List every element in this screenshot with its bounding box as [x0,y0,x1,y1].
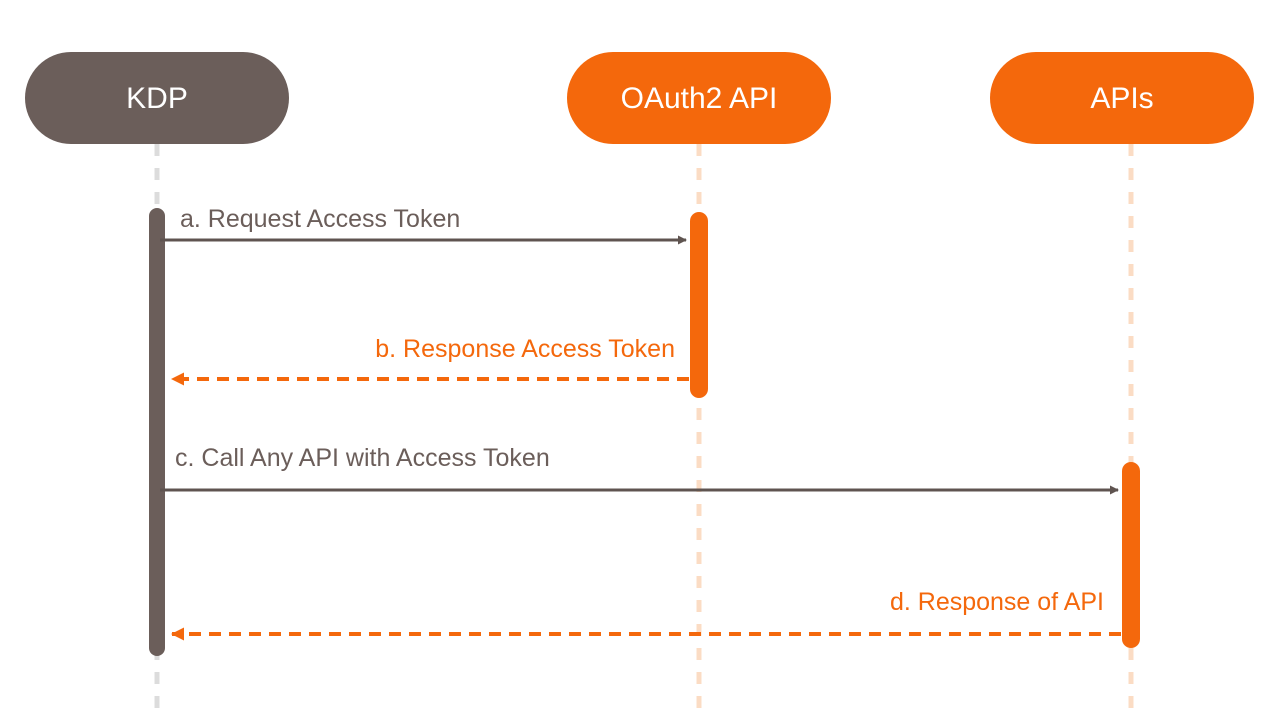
participant-label-apis: APIs [1090,82,1153,115]
message-label-a: a. Request Access Token [180,205,460,233]
participant-label-oauth2: OAuth2 API [621,82,778,115]
message-a[interactable]: a. Request Access Token [160,205,687,245]
participant-box-oauth2[interactable] [567,52,831,144]
message-b[interactable]: b. Response Access Token [171,335,689,386]
activation-bar-apis [1122,462,1140,648]
message-label-d: d. Response of API [890,588,1104,616]
activation-bars-layer [149,208,1140,656]
message-c[interactable]: c. Call Any API with Access Token [160,444,1119,495]
participant-kdp[interactable]: KDP [25,52,289,144]
participant-label-kdp: KDP [126,82,188,115]
message-label-c: c. Call Any API with Access Token [175,444,550,472]
participant-box-apis[interactable] [990,52,1254,144]
activation-bar-kdp [149,208,165,656]
message-label-b: b. Response Access Token [375,335,675,363]
message-d[interactable]: d. Response of API [171,588,1121,641]
participant-box-kdp[interactable] [25,52,289,144]
participant-apis[interactable]: APIs [990,52,1254,144]
participant-oauth2[interactable]: OAuth2 API [567,52,831,144]
activation-bar-oauth2 [690,212,708,398]
